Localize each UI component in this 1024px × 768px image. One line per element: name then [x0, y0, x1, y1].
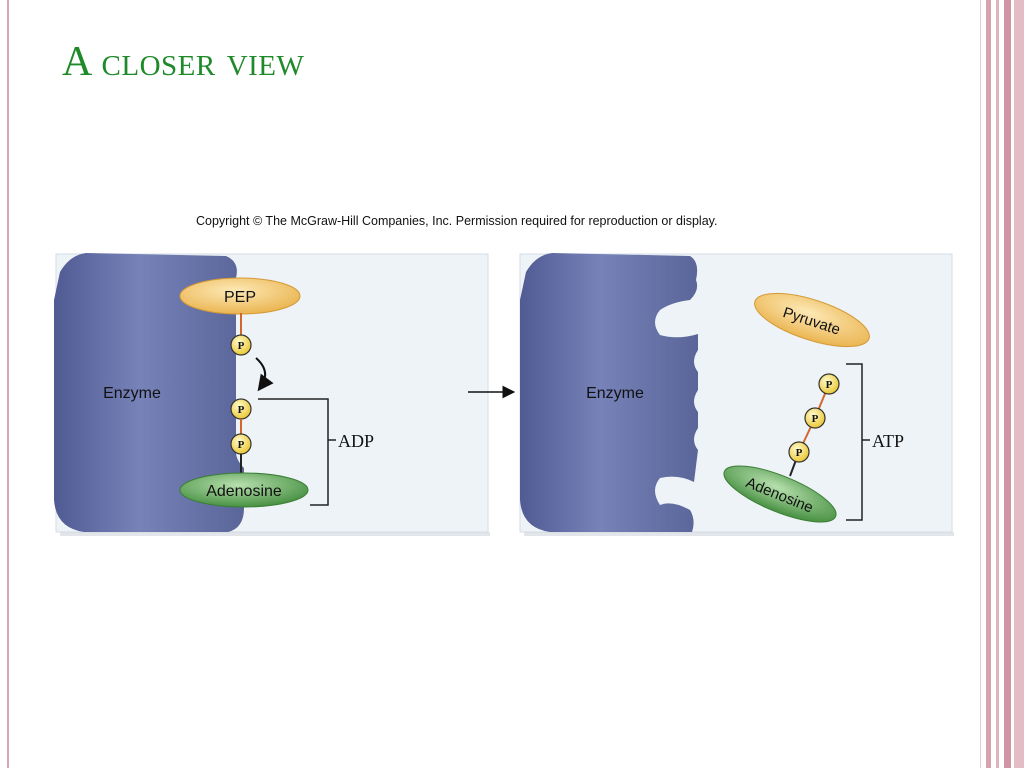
right-adenosine: [723, 465, 837, 523]
phosphate-label: P: [826, 379, 833, 391]
phosphate-label: P: [238, 439, 245, 451]
left-panel: Enzyme PEP P P P Adenosine ADP: [54, 253, 490, 536]
phosphate-label: P: [238, 340, 245, 352]
phosphate-transfer-arrow: [255, 357, 274, 392]
phosphate-label: P: [238, 404, 245, 416]
pep-label: PEP: [224, 289, 256, 306]
slide-title: A closer view: [62, 39, 305, 85]
left-phosphate-transferred: [230, 334, 252, 356]
atp-label: ATP: [872, 431, 904, 451]
pyruvate-molecule: [754, 292, 870, 348]
right-enzyme: [520, 253, 698, 532]
phosphate-label: P: [812, 413, 819, 425]
phosphate-label: P: [796, 447, 803, 459]
copyright-notice: Copyright © The McGraw-Hill Companies, I…: [196, 214, 718, 228]
left-enzyme: [54, 253, 244, 532]
right-phosphate-2: [804, 407, 826, 429]
atp-bracket: [846, 363, 863, 521]
left-border-rule: [7, 0, 9, 768]
adp-label: ADP: [338, 431, 374, 451]
right-phosphate-1: [818, 373, 840, 395]
right-decorative-bars: [980, 0, 1024, 768]
right-enzyme-label: Enzyme: [586, 385, 644, 402]
right-phosphate-3: [788, 441, 810, 463]
left-adenosine-label: Adenosine: [206, 483, 282, 500]
left-adenosine: [179, 472, 309, 508]
adp-bracket: [258, 398, 329, 506]
left-enzyme-label: Enzyme: [103, 385, 161, 402]
right-panel: Enzyme Pyruvate P P P Adenosine ATP: [519, 253, 954, 536]
